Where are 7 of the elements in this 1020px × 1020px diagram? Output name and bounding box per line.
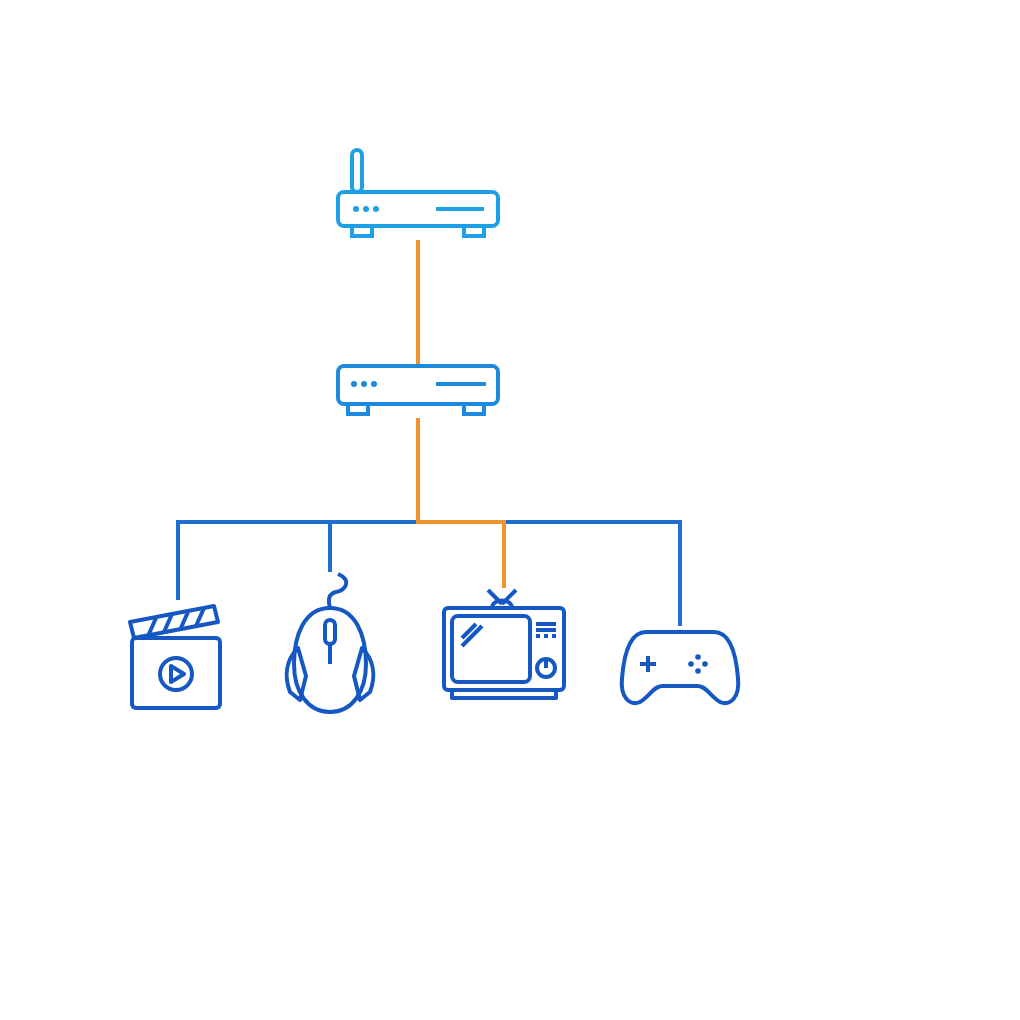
connector-line: [416, 240, 420, 364]
clapperboard-icon: [128, 600, 228, 712]
gamepad-icon: [618, 626, 742, 708]
computer-mouse-icon: [280, 572, 380, 714]
switch-icon: [336, 364, 500, 418]
router-icon: [336, 148, 500, 240]
connector-line: [416, 418, 506, 588]
